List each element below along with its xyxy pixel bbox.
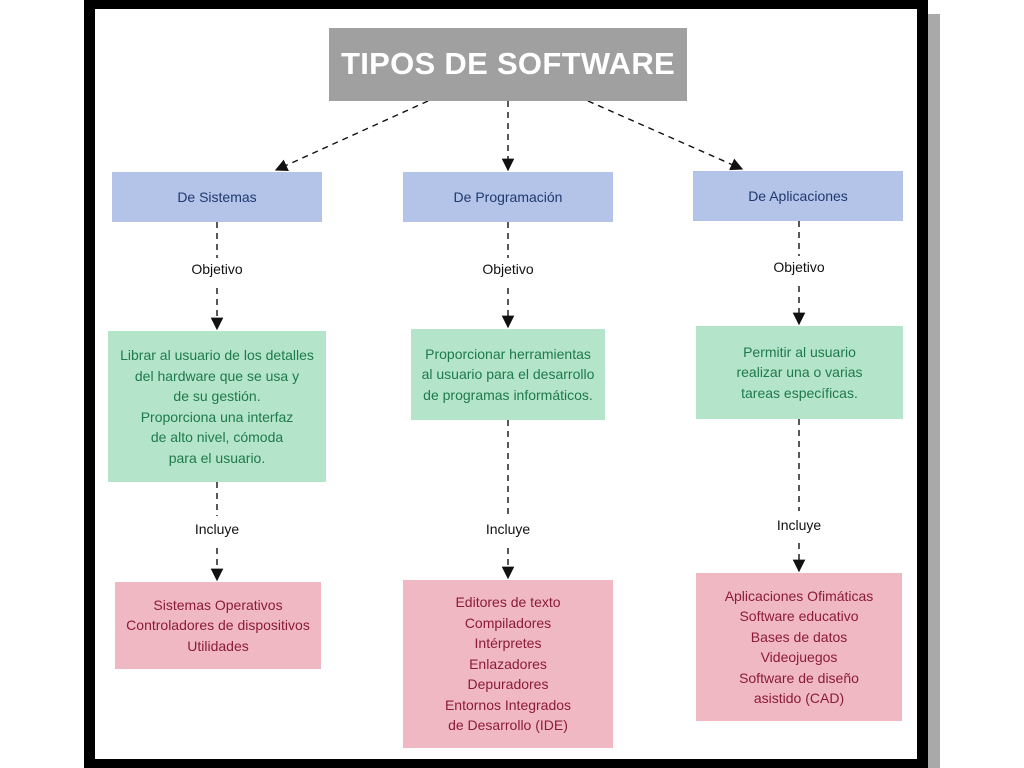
includes-item: de Desarrollo (IDE) — [448, 717, 568, 734]
includes-item: asistido (CAD) — [753, 690, 845, 706]
objective-line: de programas informáticos. — [423, 386, 593, 403]
category-box-sistemas: De Sistemas — [112, 172, 322, 222]
includes-item: Editores de texto — [455, 594, 561, 611]
category-label: De Aplicaciones — [748, 187, 848, 204]
objective-line: Permitir al usuario — [743, 343, 856, 360]
objective-label: Objetivo — [480, 261, 536, 277]
includes-box-programacion: Editores de texto Compiladores Intérpret… — [403, 580, 613, 748]
includes-item: Software de diseño — [739, 669, 859, 686]
objective-box-sistemas: Librar al usuario de los detalles del ha… — [108, 331, 326, 482]
objective-line: Proporcionar herramientas — [425, 345, 591, 362]
includes-item: Enlazadores — [469, 655, 547, 672]
diagram-title-text: TIPOS DE SOFTWARE — [340, 46, 676, 82]
includes-item: Sistemas Operativos — [153, 596, 283, 613]
category-box-aplicaciones: De Aplicaciones — [693, 171, 903, 221]
objective-line: realizar una o varias — [736, 364, 863, 381]
includes-label: Incluye — [774, 517, 824, 533]
includes-label: Incluye — [192, 521, 242, 537]
objective-line: Proporciona una interfaz — [140, 408, 294, 425]
objective-label: Objetivo — [189, 261, 245, 277]
includes-item: Software educativo — [739, 608, 859, 624]
includes-item: Videojuegos — [760, 649, 838, 665]
category-label: De Programación — [453, 188, 563, 205]
objective-line: al usuario para el desarrollo — [421, 366, 595, 383]
objective-line: de su gestión. — [173, 388, 261, 404]
objective-box-programacion: Proporcionar herramientas al usuario par… — [411, 329, 605, 420]
category-box-programacion: De Programación — [403, 172, 613, 222]
includes-item: Compiladores — [464, 614, 552, 631]
objective-box-aplicaciones: Permitir al usuario realizar una o varia… — [696, 326, 903, 419]
includes-label: Incluye — [483, 521, 533, 537]
includes-item: Bases de datos — [750, 628, 848, 645]
category-label: De Sistemas — [177, 188, 257, 205]
includes-item: Intérpretes — [474, 635, 542, 652]
includes-box-aplicaciones: Aplicaciones Ofimáticas Software educati… — [696, 573, 902, 721]
objective-line: para el usuario. — [168, 449, 266, 466]
objective-line: Librar al usuario de los detalles — [120, 347, 314, 363]
objective-line: del hardware que se usa y — [134, 367, 300, 384]
diagram-title: TIPOS DE SOFTWARE — [329, 28, 687, 101]
includes-item: Utilidades — [187, 637, 249, 654]
includes-box-sistemas: Sistemas Operativos Controladores de dis… — [115, 582, 321, 669]
objective-line: de alto nivel, cómoda — [150, 429, 284, 445]
includes-item: Controladores de dispositivos — [126, 617, 310, 634]
objective-label: Objetivo — [771, 259, 827, 275]
includes-item: Depuradores — [467, 676, 549, 693]
includes-item: Aplicaciones Ofimáticas — [724, 587, 874, 604]
objective-line: tareas específicas. — [741, 384, 858, 401]
includes-item: Entornos Integrados — [444, 696, 572, 713]
